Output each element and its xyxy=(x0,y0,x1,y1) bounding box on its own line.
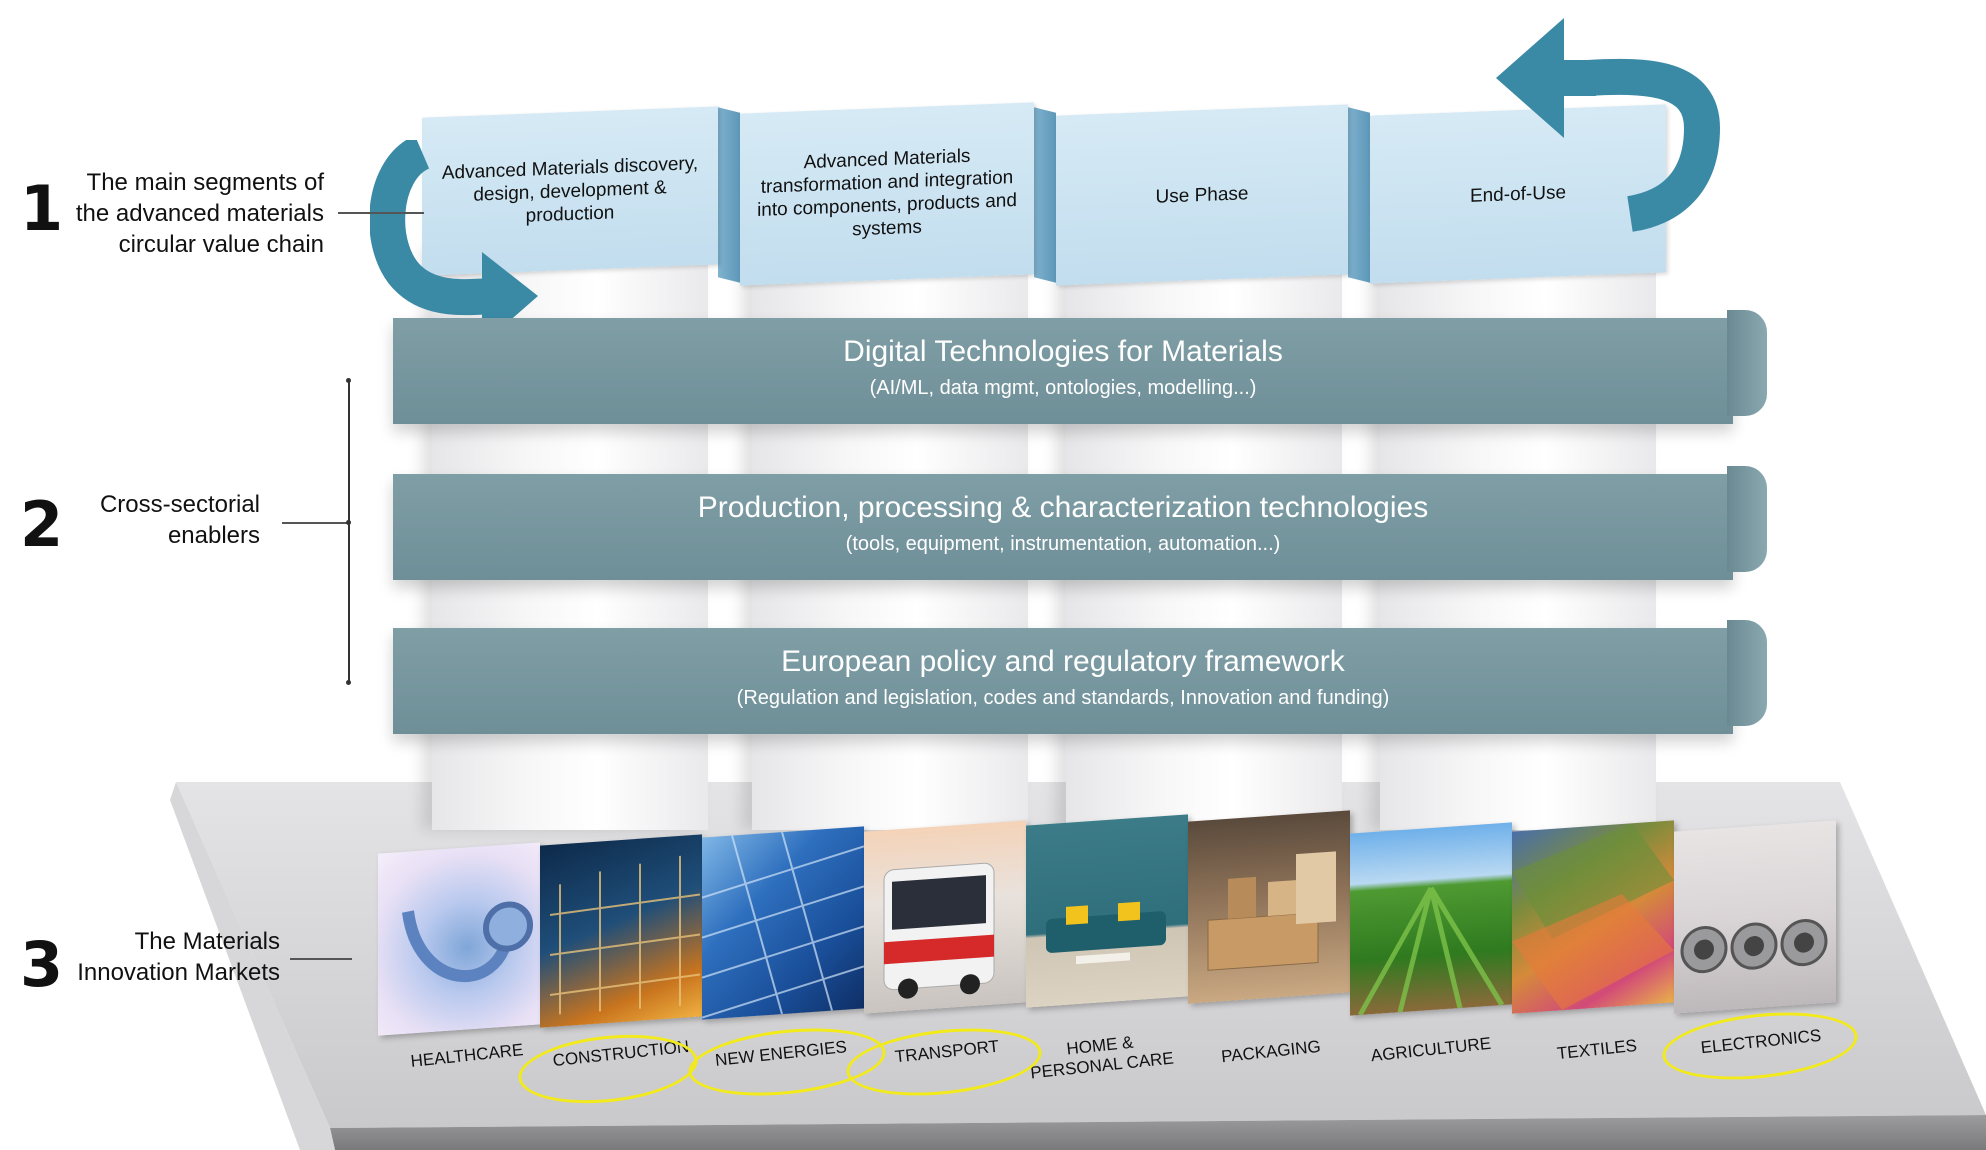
enabler-title: Digital Technologies for Materials xyxy=(843,335,1283,368)
annotation-number-3: 3 xyxy=(20,928,64,1001)
washing-machine-icon xyxy=(1680,919,1828,974)
enabler-band-production: Production, processing & characterizatio… xyxy=(393,466,1767,580)
value-chain-fold xyxy=(1034,107,1056,283)
band-curl xyxy=(1727,620,1767,726)
sofa-icon xyxy=(1046,901,1166,965)
annotation-number-2: 2 xyxy=(20,488,64,561)
enabler-band-policy: European policy and regulatory framework… xyxy=(393,620,1767,734)
bracket-dot xyxy=(346,680,351,685)
market-image-home-personal-care xyxy=(1026,814,1188,1008)
market-image-packaging xyxy=(1188,810,1350,1004)
package-icon xyxy=(1207,851,1336,971)
market-image-textiles xyxy=(1512,820,1674,1014)
bracket-dot xyxy=(346,378,351,383)
market-image-healthcare xyxy=(378,842,540,1036)
value-chain-segment-label: Use Phase xyxy=(1155,182,1249,208)
market-image-transport xyxy=(864,820,1026,1014)
value-chain-segment-transformation: Advanced Materials transformation and in… xyxy=(740,102,1034,286)
circular-arrow-return-icon xyxy=(1496,18,1720,232)
enabler-title: Production, processing & characterizatio… xyxy=(697,491,1429,524)
bracket-dot xyxy=(346,520,351,525)
enabler-subtitle: (AI/ML, data mgmt, ontologies, modelling… xyxy=(869,377,1257,399)
annotation-label-1: The main segments of the advanced materi… xyxy=(75,169,324,258)
scaffolding-icon xyxy=(549,855,701,1015)
market-image-electronics xyxy=(1674,820,1836,1014)
enabler-subtitle: (Regulation and legislation, codes and s… xyxy=(736,687,1390,709)
leader-line-1 xyxy=(338,212,424,214)
leader-line-2 xyxy=(282,522,350,524)
bus-icon xyxy=(883,862,995,999)
fabric-swatch-icon xyxy=(1512,823,1674,1011)
stethoscope-icon xyxy=(402,901,533,983)
enablers-bracket xyxy=(348,380,350,682)
annotation-label-2: Cross-sectorial enablers xyxy=(99,491,260,549)
value-chain-segment-use-phase: Use Phase xyxy=(1056,104,1348,286)
solar-panel-icon xyxy=(702,831,864,1019)
value-chain-fold xyxy=(718,107,740,283)
market-image-agriculture xyxy=(1350,822,1512,1016)
band-curl xyxy=(1727,310,1767,416)
enabler-title: European policy and regulatory framework xyxy=(781,645,1345,678)
value-chain-fold xyxy=(1348,107,1370,283)
market-image-construction xyxy=(540,834,702,1028)
annotation-label-3: The Materials Innovation Markets xyxy=(77,928,280,986)
band-curl xyxy=(1727,466,1767,572)
leader-line-3 xyxy=(290,958,352,960)
enabler-subtitle: (tools, equipment, instrumentation, auto… xyxy=(845,533,1281,555)
crop-field-icon xyxy=(1357,886,1505,1016)
enabler-band-digital: Digital Technologies for Materials (AI/M… xyxy=(393,310,1767,424)
annotation-number-1: 1 xyxy=(20,172,64,245)
market-image-new-energies xyxy=(702,826,864,1020)
value-chain-segment-label: Advanced Materials transformation and in… xyxy=(757,145,1017,241)
